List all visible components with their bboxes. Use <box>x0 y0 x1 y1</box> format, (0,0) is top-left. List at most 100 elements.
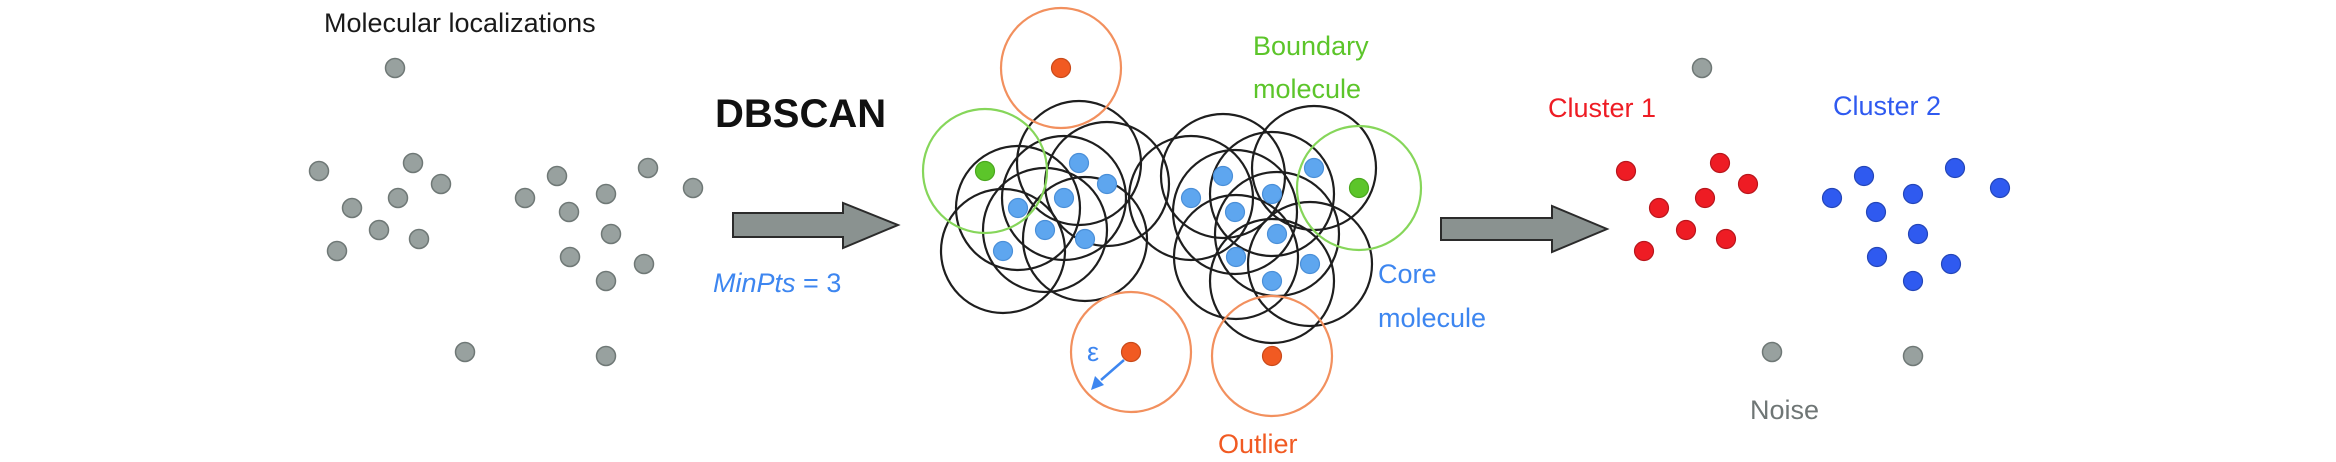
cluster1-point <box>1633 240 1655 262</box>
core-molecule-point <box>1007 197 1029 219</box>
noise-point <box>1761 341 1783 363</box>
outlier-neighborhood-circle <box>1069 290 1193 414</box>
outlier-neighborhoods <box>999 6 1334 418</box>
core-label-line1: Core <box>1378 259 1437 289</box>
localization-point <box>595 270 617 292</box>
cluster2-point <box>1865 201 1887 223</box>
process-arrow <box>732 201 901 250</box>
input-panel-label: Molecular localizations <box>324 8 596 38</box>
localization-point <box>408 228 430 250</box>
cluster2-point <box>1902 183 1924 205</box>
boundary-molecule-point <box>1348 177 1370 199</box>
outlier-neighborhood-circle <box>999 6 1123 130</box>
core-molecule-point <box>1261 270 1283 292</box>
outlier-molecule-point <box>1050 57 1072 79</box>
core-neighborhood-circle <box>939 187 1067 315</box>
core-molecule-point <box>1053 187 1075 209</box>
boundary-neighborhood-circle <box>1295 124 1423 252</box>
core-molecule-point <box>1096 173 1118 195</box>
core-molecule-point <box>1180 187 1202 209</box>
localization-point <box>595 183 617 205</box>
core-neighborhood-circle <box>1021 175 1149 303</box>
epsilon-label: ε <box>1087 337 1099 367</box>
core-molecule-point <box>1034 219 1056 241</box>
core-molecule-point <box>1261 183 1283 205</box>
process-panel: Boundary molecule Core molecule Outlier … <box>921 6 1486 459</box>
boundary-label-line1: Boundary <box>1253 31 1369 61</box>
cluster2-point <box>1821 187 1843 209</box>
minpts-parameter: MinPts = 3 <box>713 268 841 298</box>
outlier-molecule-point <box>1120 341 1142 363</box>
localization-point <box>384 57 406 79</box>
output-panel: Cluster 1 Cluster 2 Noise <box>1548 57 2011 425</box>
noise-point <box>1691 57 1713 79</box>
localization-point <box>558 201 580 223</box>
cluster2-point <box>1866 246 1888 268</box>
localization-point <box>430 173 452 195</box>
core-neighborhood-circle <box>981 166 1109 294</box>
localization-point <box>341 197 363 219</box>
cluster1-label: Cluster 1 <box>1548 93 1656 123</box>
core-neighborhood-circle <box>1171 148 1299 276</box>
localization-point <box>595 345 617 367</box>
localization-point <box>546 165 568 187</box>
localization-point <box>600 223 622 245</box>
noise-label: Noise <box>1750 395 1819 425</box>
localization-point <box>402 152 424 174</box>
core-label-line2: molecule <box>1378 303 1486 333</box>
core-neighborhood-circle <box>1208 217 1336 345</box>
outlier-neighborhood-circle <box>1210 294 1334 418</box>
right-arrow-icon <box>732 201 901 250</box>
core-neighborhood-circle <box>1208 130 1336 258</box>
localization-point <box>326 240 348 262</box>
core-molecule-point <box>992 240 1014 262</box>
epsilon-radius-indicator: ε <box>1087 337 1125 390</box>
result-arrow <box>1440 204 1610 254</box>
epsilon-radius-line <box>1100 359 1125 381</box>
outlier-label: Outlier <box>1218 429 1298 459</box>
cluster1-point <box>1737 173 1759 195</box>
noise-point <box>1902 345 1924 367</box>
cluster2-point <box>1944 157 1966 179</box>
core-molecule-point <box>1225 246 1247 268</box>
localization-points <box>308 57 704 367</box>
core-molecule-point <box>1303 157 1325 179</box>
core-neighborhood-circle <box>1246 200 1374 328</box>
cluster1-point <box>1709 152 1731 174</box>
boundary-neighborhood-circle <box>921 107 1049 235</box>
boundary-label-line2: molecule <box>1253 74 1361 104</box>
cluster1-point <box>1675 219 1697 241</box>
epsilon-arrowhead-icon <box>1091 376 1104 390</box>
algorithm-title: DBSCAN <box>715 92 886 136</box>
core-molecule-point <box>1068 152 1090 174</box>
localization-point <box>559 246 581 268</box>
core-molecule-point <box>1266 223 1288 245</box>
localization-point <box>368 219 390 241</box>
cluster2-point <box>1989 177 2011 199</box>
cluster2-label: Cluster 2 <box>1833 91 1941 121</box>
localization-point <box>308 160 330 182</box>
minpts-value: 3 <box>826 268 841 298</box>
minpts-name: MinPts <box>713 268 796 298</box>
cluster2-point <box>1902 270 1924 292</box>
core-molecule-point <box>1074 228 1096 250</box>
core-neighborhoods <box>939 99 1378 345</box>
localization-point <box>633 253 655 275</box>
localization-point <box>514 187 536 209</box>
cluster1-point <box>1694 187 1716 209</box>
outlier-molecule-point <box>1261 345 1283 367</box>
core-molecule-point <box>1299 253 1321 275</box>
boundary-molecule-point <box>974 160 996 182</box>
minpts-operator: = <box>796 268 827 298</box>
cluster2-point <box>1940 253 1962 275</box>
core-molecule-point <box>1212 165 1234 187</box>
cluster1-point <box>1615 160 1637 182</box>
right-arrow-icon <box>1440 204 1610 254</box>
boundary-neighborhoods <box>921 107 1423 252</box>
input-panel: Molecular localizations <box>308 8 704 367</box>
cluster1-point <box>1648 197 1670 219</box>
localization-point <box>387 187 409 209</box>
core-neighborhood-circle <box>1172 193 1300 321</box>
localization-point <box>682 177 704 199</box>
